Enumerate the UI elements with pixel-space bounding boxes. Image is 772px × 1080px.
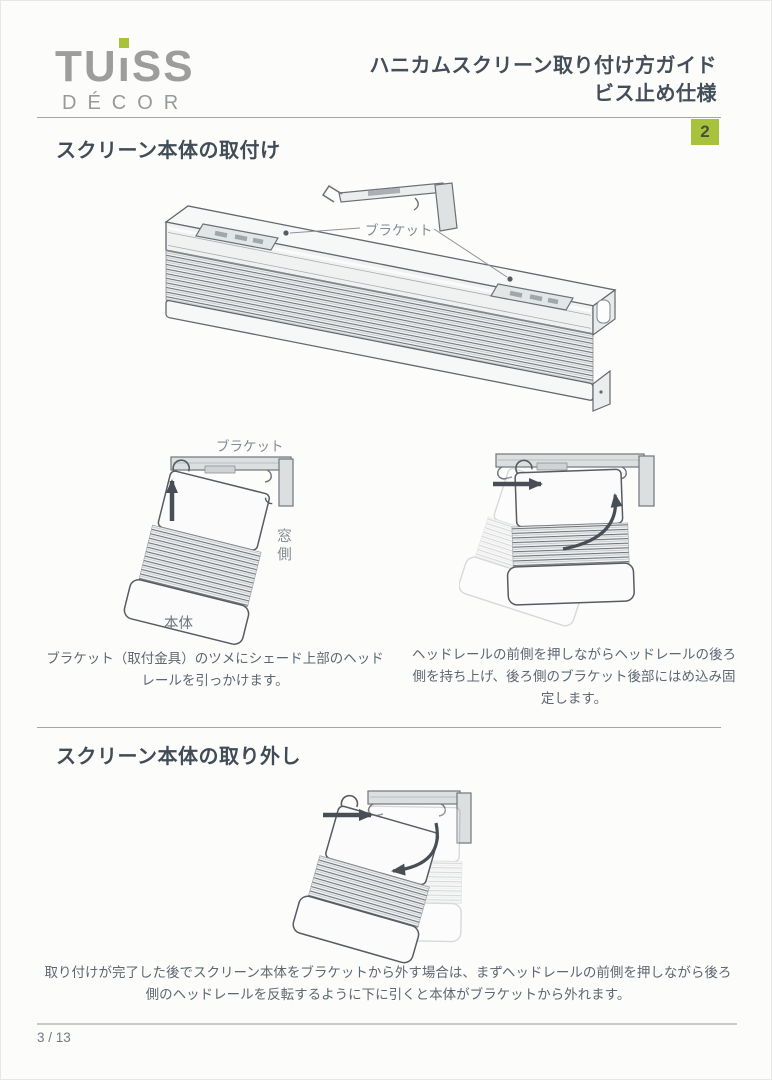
section-heading-remove: スクリーン本体の取り外し <box>56 746 301 768</box>
snap-step-illustration <box>459 453 655 627</box>
footer-divider <box>37 1023 737 1025</box>
install-caption-right: ヘッドレールの前側を押しながらヘッドレールの後ろ側を持ち上げ、後ろ側のブラケット… <box>412 647 736 706</box>
bracket-slots <box>214 230 559 305</box>
bracket-label-leaders <box>289 227 508 278</box>
logo-i-stem: ı <box>117 42 132 91</box>
bracket-cross-section <box>170 456 294 507</box>
body-label: 本体 <box>164 616 193 632</box>
window-side-label: 窓側 <box>275 528 291 565</box>
removal-caption: 取り付けが完了した後でスクリーン本体をブラケットから外す場合は、まずヘッドレール… <box>44 965 732 1002</box>
detached-bracket <box>321 182 458 232</box>
blind-overview-illustration <box>164 182 617 412</box>
install-caption-left: ブラケット（取付金具）のツメにシェード上部のヘッドレールを引っかけます。 <box>46 651 384 688</box>
bracket-label: ブラケット <box>216 439 284 454</box>
bracket-cross-section <box>367 790 472 844</box>
logo-tagline: DÉCOR <box>62 92 190 114</box>
rotate-down-arrow-icon <box>391 822 439 876</box>
page-step-badge: 2 <box>691 119 719 145</box>
page-number: 3 / 13 <box>37 1030 71 1045</box>
header-divider <box>37 117 721 118</box>
logo-text-post: SS <box>131 42 195 91</box>
document-title-line1: ハニカムスクリーン取り付け方ガイド <box>369 55 717 77</box>
rotate-up-arrow-icon <box>562 493 623 551</box>
end-cap-slot <box>596 299 611 324</box>
section-divider <box>37 727 721 728</box>
blind-body-cross-section <box>292 794 440 964</box>
logo-text-pre: TU <box>55 42 118 91</box>
hook-step-illustration <box>123 456 294 645</box>
removal-step-illustration <box>292 790 472 964</box>
bracket-cross-section <box>495 453 655 507</box>
document-title: ハニカムスクリーン取り付け方ガイド ビス止め仕様 <box>370 52 718 109</box>
blind-body-cross-section <box>506 459 635 606</box>
blind-body-cross-section <box>123 459 273 645</box>
bracket-label: ブラケット <box>365 223 433 238</box>
document-title-line2: ビス止め仕様 <box>594 83 717 106</box>
logo-green-dot-icon <box>118 38 129 48</box>
section-heading-install: スクリーン本体の取付け <box>56 140 281 162</box>
logo-letter-i: ı <box>117 38 132 91</box>
